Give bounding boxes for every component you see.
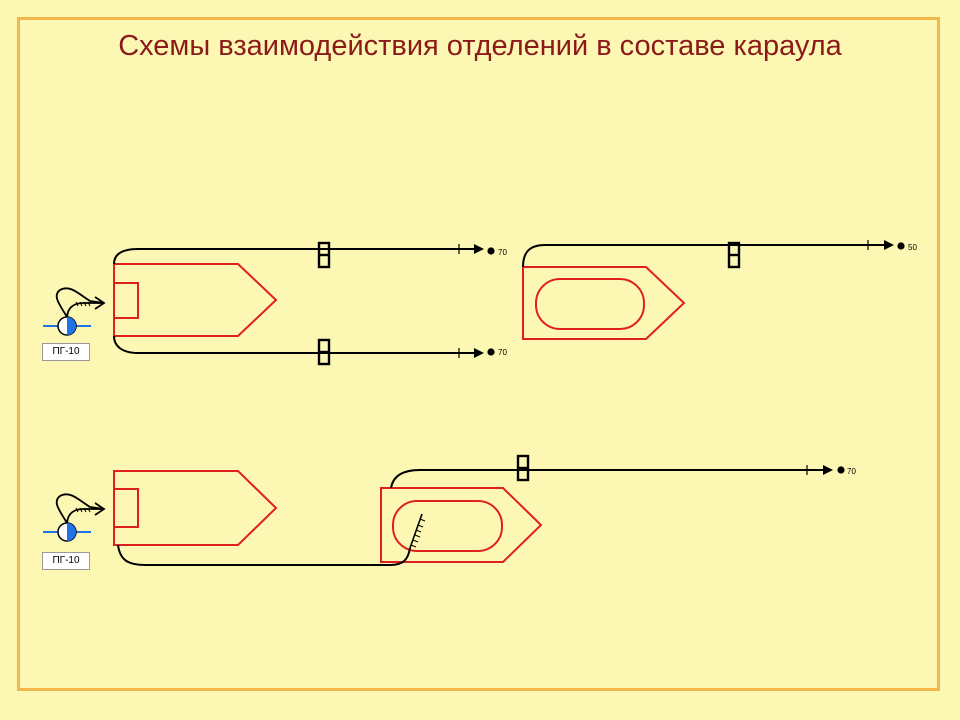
fire-truck-3	[113, 470, 278, 546]
hose-branch-1a	[317, 241, 495, 269]
hydrant-label-1: ПГ-10	[42, 343, 90, 361]
hydrant-1	[43, 287, 106, 336]
fire-truck-1	[113, 263, 278, 337]
fire-truck-4	[380, 487, 543, 563]
nozzle-label-1: 70	[498, 248, 507, 257]
hose-branch-2	[727, 240, 905, 269]
hydrant-2	[43, 493, 106, 542]
fire-truck-2	[522, 266, 686, 340]
hose-branch-3	[516, 454, 845, 482]
hose-branch-1b	[317, 338, 495, 366]
nozzle-label-2: 70	[498, 348, 507, 357]
hydrant-label-2: ПГ-10	[42, 552, 90, 570]
slide-frame	[17, 17, 940, 691]
nozzle-label-3: 50	[908, 243, 917, 252]
page-title: Схемы взаимодействия отделений в составе…	[118, 30, 842, 62]
nozzle-label-4: 70	[847, 467, 856, 476]
